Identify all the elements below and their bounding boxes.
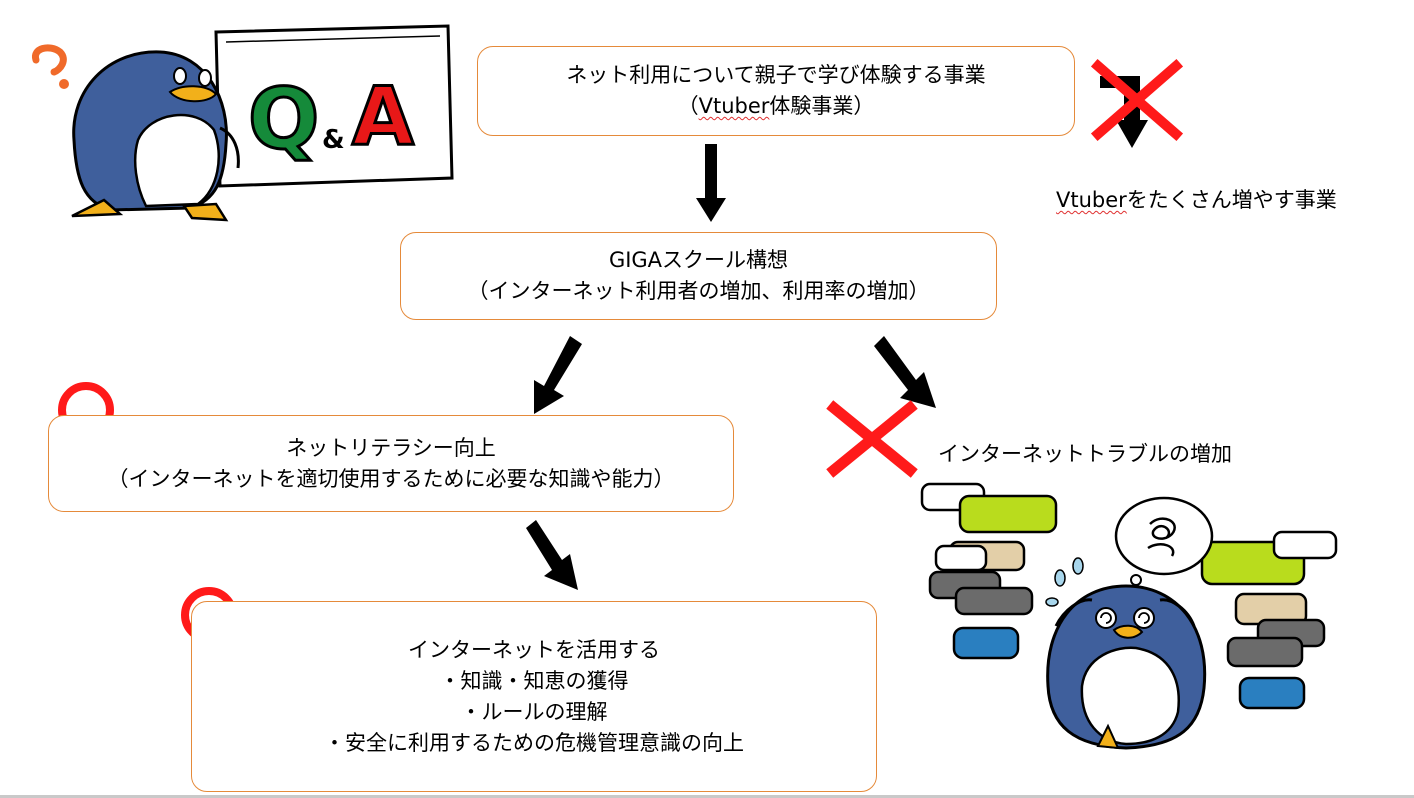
arrow-down-1 (696, 144, 726, 222)
penguin-icon (71, 50, 240, 222)
box3-line2: （インターネットを適切使用するために必要な知識や能力） (107, 466, 675, 491)
thought-bubble-icon (1114, 496, 1214, 586)
question-mark-icon (32, 44, 69, 89)
slide-bottom-edge (0, 795, 1414, 798)
qa-q-letter: Q (248, 70, 319, 168)
box-parent-child-learning: ネット利用について親子で学び体験する事業 （Vtuber体験事業） (477, 46, 1075, 136)
qa-sign: Q & A (214, 24, 454, 188)
box-net-literacy: ネットリテラシー向上 （インターネットを適切使用するために必要な知識や能力） (48, 415, 734, 512)
arrow-down-3 (526, 520, 578, 590)
chat-bubble-icon (958, 494, 1058, 534)
trouble-label: インターネットトラブルの増加 (938, 442, 1232, 466)
troubled-penguin-illustration (920, 482, 1338, 750)
qa-penguin-illustration: Q & A (32, 24, 454, 222)
crossed-out-label: Vtuberをたくさん増やす事業 (1056, 188, 1337, 212)
box1-line1: ネット利用について親子で学び体験する事業 (566, 63, 986, 87)
cross-mark-icon (1090, 58, 1184, 142)
arrow-down-right (874, 336, 936, 408)
chat-bubble-icon (934, 544, 988, 572)
box4-line2: ・知識・知恵の獲得 (439, 668, 629, 693)
box3-line1: ネットリテラシー向上 (286, 435, 496, 460)
dizzy-penguin-icon (1046, 584, 1207, 750)
chat-bubble-icon (1272, 530, 1338, 560)
box1-line2: （Vtuber体験事業） (677, 94, 875, 118)
rejected-path-graphic (1090, 58, 1184, 148)
box-giga-school: GIGAスクール構想 （インターネット利用者の増加、利用率の増加） (400, 232, 997, 320)
box2-line1: GIGAスクール構想 (608, 248, 789, 272)
box4-line3: ・ルールの理解 (460, 699, 608, 724)
chat-bubble-icon (954, 586, 1034, 616)
box4-line1: インターネットを活用する (408, 637, 660, 662)
cross-mark-icon (826, 400, 918, 478)
qa-amp-letter: & (322, 125, 345, 155)
arrow-down-left (534, 336, 582, 414)
qa-a-letter: A (352, 70, 414, 163)
box2-line2: （インターネット利用者の増加、利用率の増加） (467, 279, 930, 303)
chat-bubble-icon (952, 626, 1020, 660)
sweat-drops-icon (1045, 557, 1084, 607)
chat-bubble-icon (1238, 676, 1306, 710)
box-use-internet: インターネットを活用する ・知識・知恵の獲得 ・ルールの理解 ・安全に利用するた… (191, 601, 877, 792)
chat-bubble-icon (1226, 636, 1304, 668)
box4-line4: ・安全に利用するための危機管理意識の向上 (324, 730, 744, 755)
